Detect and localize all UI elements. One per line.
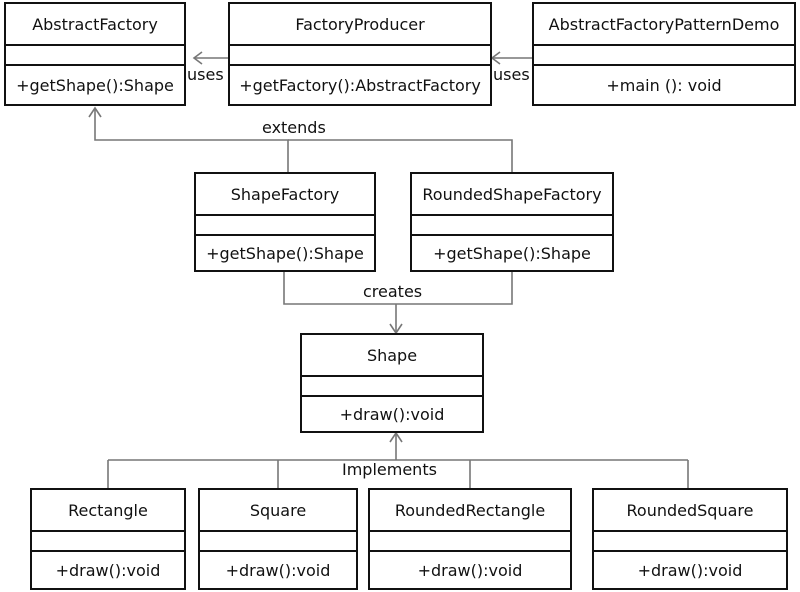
class-method: +main (): void (606, 75, 722, 95)
class-method: +draw():void (339, 404, 445, 424)
class-name: ShapeFactory (196, 174, 374, 216)
class-rounded-shape-factory: RoundedShapeFactory +getShape():Shape (410, 172, 614, 272)
attributes-compartment (302, 377, 482, 397)
class-factory-producer: FactoryProducer +getFactory():AbstractFa… (228, 2, 492, 106)
attributes-compartment (196, 216, 374, 236)
class-abstract-factory: AbstractFactory +getShape():Shape (4, 2, 186, 106)
creates-label: creates (363, 282, 423, 301)
attributes-compartment (6, 46, 184, 66)
attributes-compartment (534, 46, 794, 66)
class-method: +getFactory():AbstractFactory (239, 75, 481, 95)
class-rounded-rectangle: RoundedRectangle +draw():void (368, 488, 572, 590)
uses-arrowhead-2 (490, 51, 501, 65)
class-method: +draw():void (55, 560, 161, 580)
class-method: +draw():void (417, 560, 523, 580)
class-shape: Shape +draw():void (300, 333, 484, 433)
attributes-compartment (32, 532, 184, 552)
extends-arrowhead (88, 106, 102, 118)
class-method: +draw():void (225, 560, 331, 580)
uses-label: uses (493, 65, 530, 84)
class-rounded-square: RoundedSquare +draw():void (592, 488, 788, 590)
class-abstract-factory-pattern-demo: AbstractFactoryPatternDemo +main (): voi… (532, 2, 796, 106)
uses-arrowhead-1 (192, 51, 203, 65)
extends-line (94, 108, 289, 172)
class-name: AbstractFactoryPatternDemo (534, 4, 794, 46)
extends-label: extends (262, 118, 326, 137)
implements-arrowhead (389, 431, 403, 443)
creates-line (283, 272, 513, 305)
class-method: +getShape():Shape (16, 75, 174, 95)
class-rectangle: Rectangle +draw():void (30, 488, 186, 590)
class-method: +getShape():Shape (433, 243, 591, 263)
class-name: Rectangle (32, 490, 184, 532)
class-name: Square (200, 490, 356, 532)
class-name: RoundedRectangle (370, 490, 570, 532)
attributes-compartment (370, 532, 570, 552)
class-name: FactoryProducer (230, 4, 490, 46)
class-name: AbstractFactory (6, 4, 184, 46)
class-name: RoundedShapeFactory (412, 174, 612, 216)
attributes-compartment (200, 532, 356, 552)
implements-label: Implements (342, 460, 437, 479)
class-method: +draw():void (637, 560, 743, 580)
class-name: RoundedSquare (594, 490, 786, 532)
attributes-compartment (412, 216, 612, 236)
class-method: +getShape():Shape (206, 243, 364, 263)
attributes-compartment (230, 46, 490, 66)
extends-line-right (288, 139, 513, 172)
class-name: Shape (302, 335, 482, 377)
uses-label: uses (187, 65, 224, 84)
class-shape-factory: ShapeFactory +getShape():Shape (194, 172, 376, 272)
attributes-compartment (594, 532, 786, 552)
class-square: Square +draw():void (198, 488, 358, 590)
